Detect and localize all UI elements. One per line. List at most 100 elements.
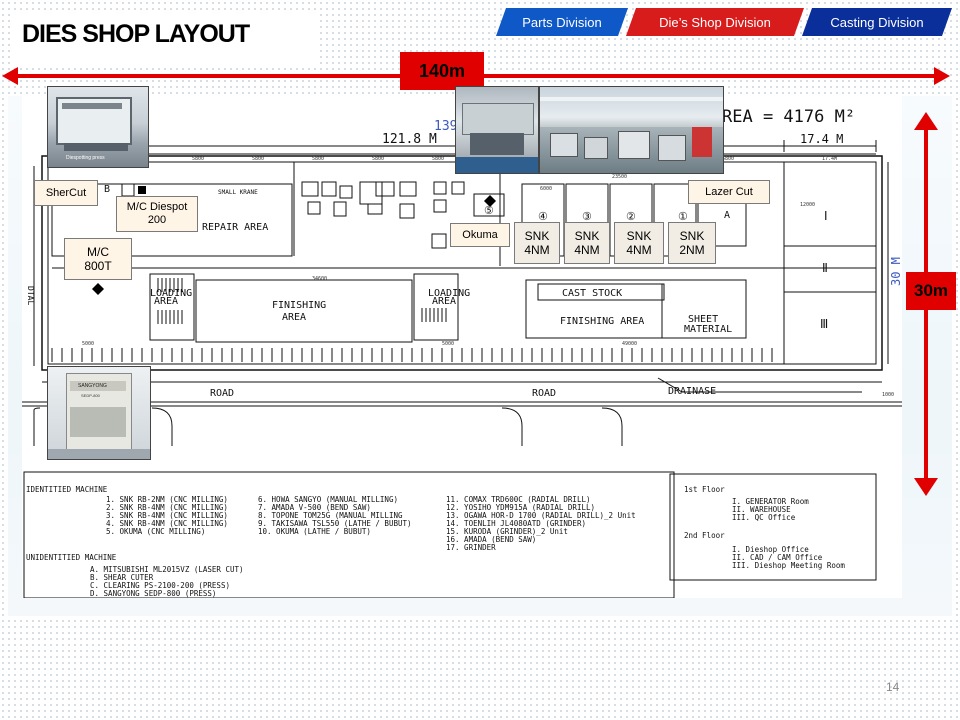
finishing-area-left-label-1: FINISHING [272,300,326,311]
machine-mark-b: B [104,184,110,195]
second-floor-2: II. CAD / CAM Office [732,553,823,562]
identified-3: 3. SNK RB-4NM (CNC MILLING) [106,511,228,520]
diespot-callout: M/C Diespot 200 [116,196,198,232]
okuma-callout: Okuma [450,223,510,247]
identified-12: 12. YOSIHO YDM915A (RADIAL DRILL) [446,503,595,512]
page-number: 14 [886,680,900,694]
second-floor-3: III. Dieshop Meeting Room [732,561,845,570]
unidentified-d: D. SANGYONG SEDP-800 (PRESS) [90,589,216,598]
dim-tick-13: 34600 [312,276,327,282]
identified-17: 17. GRINDER [446,543,496,552]
title-panel [14,12,320,64]
identified-10: 10. OKUMA (LATHE / BUBUT) [258,527,371,536]
height-dimension-badge: 30m [906,272,956,310]
mc800-marker [92,283,104,295]
okuma-marker [484,195,496,207]
tab-casting-division[interactable]: Casting Division [802,8,952,36]
small-krane-label: SMALL KRANE [218,189,258,196]
identified-13: 13. OGAWA HOR-D 1700 (RADIAL DRILL)_2 Un… [446,511,636,520]
road-label-left: ROAD [210,388,234,399]
identified-8: 8. TOPONE TOM25G (MANUAL MILLING [258,511,403,520]
first-floor-title: 1st Floor [684,485,725,494]
diespot-photo-caption: Diespotting press [66,155,105,161]
dim-tick-11: 23500 [612,174,627,180]
length-right-label: 17.4 M [800,132,843,146]
dim-tick-19: 1000 [882,392,894,398]
dim-tick-18: 6000 [540,186,552,192]
length-total-label: 121.8 M [382,132,437,147]
identified-2: 2. SNK RB-4NM (CNC MILLING) [106,503,228,512]
unidentified-title: UNIDENTITIED MACHINE [26,553,117,562]
tab-parts-division[interactable]: Parts Division [496,8,628,36]
lazer-cut-callout: Lazer Cut [688,180,770,204]
width-dimension-badge: 140m [400,52,484,90]
tab-dies-shop-division[interactable]: Die’s Shop Division [626,8,804,36]
sheet-material-label-2: MATERIAL [684,324,732,335]
loading-area-mid-label-1: LOADING [428,288,470,299]
side-30m-label: 30 M [889,257,902,286]
dim-tick-17: 12000 [800,202,815,208]
identified-title: IDENTITIED MACHINE [26,485,108,494]
drainage-label: DRAINASE [668,386,716,397]
second-floor-title: 2nd Floor [684,531,725,540]
diespot-marker [138,186,146,194]
dim-tick-3: 5800 [192,156,204,162]
second-floor-1: I. Dieshop Office [732,545,809,554]
station-3-mark: ③ [582,210,592,223]
dim-tick-15: 49000 [622,341,637,347]
dim-tick-12: 17.4M [822,156,837,162]
shercut-callout: SherCut [34,180,98,206]
station-5-mark: ⑤ [484,204,494,217]
dim-tick-7: 5800 [432,156,444,162]
press-800t-photo: SANGYONG SEDP-800 [47,366,151,460]
station-1-mark: ① [678,210,688,223]
zone-iii-label: Ⅲ [820,317,828,331]
finishing-area-left-label-2: AREA [282,312,306,323]
first-floor-2: II. WAREHOUSE [732,505,791,514]
area-label: REA = 4176 M² [722,107,855,127]
identified-5: 5. OKUMA (CNC MILLING) [106,527,205,536]
sheet-material-label-1: SHEET [688,314,718,325]
zone-i-label: Ⅰ [824,209,828,223]
unidentified-c: C. CLEARING PS-2100-200 (PRESS) [90,581,230,590]
snk-4nm-callout-1: SNK 4NM [514,222,560,264]
first-floor-1: I. GENERATOR Room [732,497,809,506]
partial-139-label: 139 [434,119,457,134]
dim-tick-16: 5000 [442,341,454,347]
dim-tick-6: 5800 [372,156,384,162]
first-floor-3: III. QC Office [732,513,796,522]
diespot-press-photo: Diespotting press [47,86,149,168]
identified-9: 9. TAKISAWA TSL550 (LATHE / BUBUT) [258,519,412,528]
press-brand-text: SANGYONG [78,383,107,389]
loading-area-left-label-1: LOADING [150,288,192,299]
machine-mark-a: A [724,210,730,221]
identified-14: 14. TOENLIH JL4080ATD (GRINDER) [446,519,586,528]
station-2-mark: ② [626,210,636,223]
okuma-machine-photo [455,86,539,174]
identified-6: 6. HOWA SANGYO (MANUAL MILLING) [258,495,398,504]
identified-15: 15. KURODA (GRINDER)_2 Unit [446,527,568,536]
identified-4: 4. SNK RB-4NM (CNC MILLING) [106,519,228,528]
identified-16: 16. AMADA (BEND SAW) [446,535,536,544]
unidentified-a: A. MITSUBISHI ML2015VZ (LASER CUT) [90,565,244,574]
repair-area-label: REPAIR AREA [202,222,268,233]
snk-2nm-callout: SNK 2NM [668,222,716,264]
loading-area-mid-label-2: AREA [432,296,456,307]
dim-tick-14: 5000 [82,341,94,347]
dim-tick-4: 5800 [252,156,264,162]
unidentified-b: B. SHEAR CUTER [90,573,154,582]
finishing-area-right-label: FINISHING AREA [560,316,644,327]
snk-4nm-callout-3: SNK 4NM [614,222,664,264]
left-edge-label: DTAL [26,286,35,305]
dim-tick-5: 5800 [312,156,324,162]
zone-ii-label: Ⅱ [822,261,828,275]
dim-tick-10: 5800 [722,156,734,162]
loading-area-left-label-2: AREA [154,296,178,307]
snk-4nm-callout-2: SNK 4NM [564,222,610,264]
press-model-text: SEDP-800 [81,393,100,398]
mc800-callout: M/C 800T [64,238,132,280]
road-label-right: ROAD [532,388,556,399]
floor-plan: 121.8 M 17.4 M REA = 4176 M² 139 30 M DT… [22,96,903,599]
identified-11: 11. COMAX TRD600C (RADIAL DRILL) [446,495,591,504]
cast-stock-label: CAST STOCK [562,288,622,299]
